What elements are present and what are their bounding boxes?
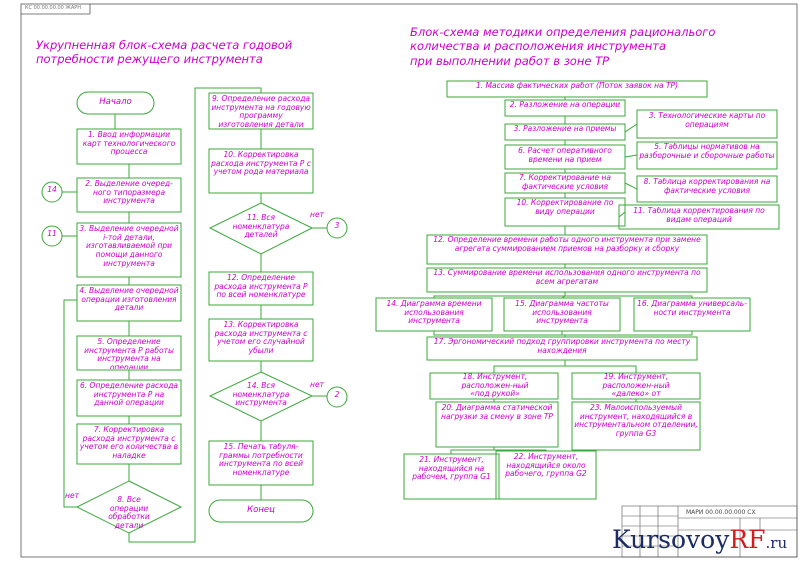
decision-11-text: 11. Вся номенклатура деталей bbox=[232, 214, 290, 240]
rblock-22-text: 22. Инструмент, находящийся около рабоче… bbox=[505, 453, 587, 479]
rblock-17-text: 17. Эргономический подход группировки ин… bbox=[433, 338, 691, 355]
rblock-2-text: 2. Разложение на операции bbox=[509, 101, 621, 109]
rblock-20-text: 20. Диаграмма статической нагрузки за см… bbox=[441, 404, 553, 421]
rblock-1 bbox=[446, 80, 708, 98]
right-diagram-title: Блок-схема методики определения рационал… bbox=[410, 25, 716, 68]
title-block bbox=[621, 505, 798, 558]
rblock-12 bbox=[426, 234, 708, 265]
block-4-text: 4. Выделение очередной операции изготовл… bbox=[79, 287, 179, 313]
block-6-text: 6. Определение расхода инструмента Р на … bbox=[80, 382, 178, 408]
block-9-text: 9. Определение расхода инструмента на го… bbox=[211, 95, 311, 128]
rblock-19-text: 19. Инструмент, расположен-ный «далеко» … bbox=[602, 373, 670, 399]
rblock-20 bbox=[435, 401, 559, 448]
end-label: Конец bbox=[247, 505, 275, 516]
rblock-1-text: 1. Массив фактических работ (Поток заяво… bbox=[476, 82, 678, 90]
connector-11-label: 11 bbox=[47, 230, 57, 238]
connector-14-label: 14 bbox=[47, 186, 57, 194]
rblock-10-text: 10. Корректирование по виду операции bbox=[516, 199, 614, 216]
watermark-part-3: .ru bbox=[765, 534, 788, 552]
decision-8-text: 8. Все операции обработки детали bbox=[108, 496, 150, 530]
rblock-7-text: 7. Корректирование на фактические услови… bbox=[518, 174, 611, 191]
block-1-text: 1. Ввод информации карт технологического… bbox=[82, 131, 176, 157]
no-label-11: нет bbox=[310, 211, 324, 219]
connector-2 bbox=[326, 386, 348, 408]
block-13-text: 13. Корректировка расхода инструмента с … bbox=[214, 321, 308, 355]
no-label-8: нет bbox=[65, 492, 79, 500]
block-10-text: 10. Корректировка расхода инструмента Р … bbox=[211, 151, 311, 177]
connector-3-label: 3 bbox=[334, 222, 340, 230]
rblock-13 bbox=[426, 267, 708, 293]
watermark-part-1: Kursovoy bbox=[612, 525, 730, 554]
title-block-code: МАРИ 00.00.00.000 СХ bbox=[686, 509, 756, 516]
rblock-11-text: 11. Таблица корректирования по видам опе… bbox=[633, 207, 765, 224]
rblock-12-text: 12. Определение времени работы одного ин… bbox=[433, 236, 701, 253]
rblock-8-text: 8. Таблица корректирования на фактически… bbox=[643, 178, 771, 195]
rblock-16-text: 16. Диаграмма универсаль-ности инструмен… bbox=[637, 300, 747, 317]
block-7-text: 7. Корректировка расхода инструмента с у… bbox=[79, 426, 179, 460]
rblock-3b-text: 3. Технологические карты по операциям bbox=[648, 112, 766, 129]
start-label: Начало bbox=[99, 97, 132, 108]
rblock-6-text: 6. Расчет оперативного времени на прием bbox=[518, 147, 612, 164]
block-15-text: 15. Печать табуля-граммы потребности инс… bbox=[219, 443, 303, 477]
rblock-3-text: 3. Разложение на приемы bbox=[513, 125, 617, 133]
rblock-18-text: 18. Инструмент, расположен-ный «под руко… bbox=[461, 373, 529, 399]
rblock-21-text: 21. Инструмент, находящийся на рабочем, … bbox=[412, 456, 491, 482]
rblock-23-text: 23. Малоиспользуемый инструмент, находящ… bbox=[574, 404, 698, 438]
sheet-frame bbox=[20, 3, 798, 558]
watermark-part-2: RF bbox=[729, 525, 766, 554]
block-3-text: 3. Выделение очередной i-той детали, изг… bbox=[79, 225, 179, 268]
block-2-text: 2. Выделение очеред-ного типоразмера инс… bbox=[85, 180, 173, 206]
left-diagram-title: Укрупненная блок-схема расчета годовой п… bbox=[36, 38, 293, 67]
rblock-17 bbox=[426, 336, 698, 361]
rblock-5-text: 5. Таблицы нормативов на разборочные и с… bbox=[639, 143, 775, 160]
right-flowchart bbox=[375, 80, 780, 500]
block-5-text: 5. Определение инструмента Р работы инст… bbox=[84, 338, 174, 369]
decision-14-text: 14. Вся номенклатура инструмента bbox=[232, 382, 290, 408]
rblock-14-text: 14. Диаграмма времени использования инст… bbox=[386, 300, 482, 326]
rblock-13-text: 13. Суммирование времени использования о… bbox=[433, 269, 701, 286]
no-label-14: нет bbox=[310, 381, 324, 389]
connector-2-label: 2 bbox=[334, 391, 340, 399]
sheet-stamp: КС 00.00.00.00 ЖАРН bbox=[25, 5, 82, 11]
block-12-text: 12. Определение расхода инструмента Р по… bbox=[214, 274, 308, 300]
left-flowchart bbox=[41, 87, 348, 543]
rblock-15-text: 15. Диаграмма частоты использования инст… bbox=[515, 300, 609, 326]
watermark-logo: KursovoyRF.ru bbox=[612, 527, 787, 552]
